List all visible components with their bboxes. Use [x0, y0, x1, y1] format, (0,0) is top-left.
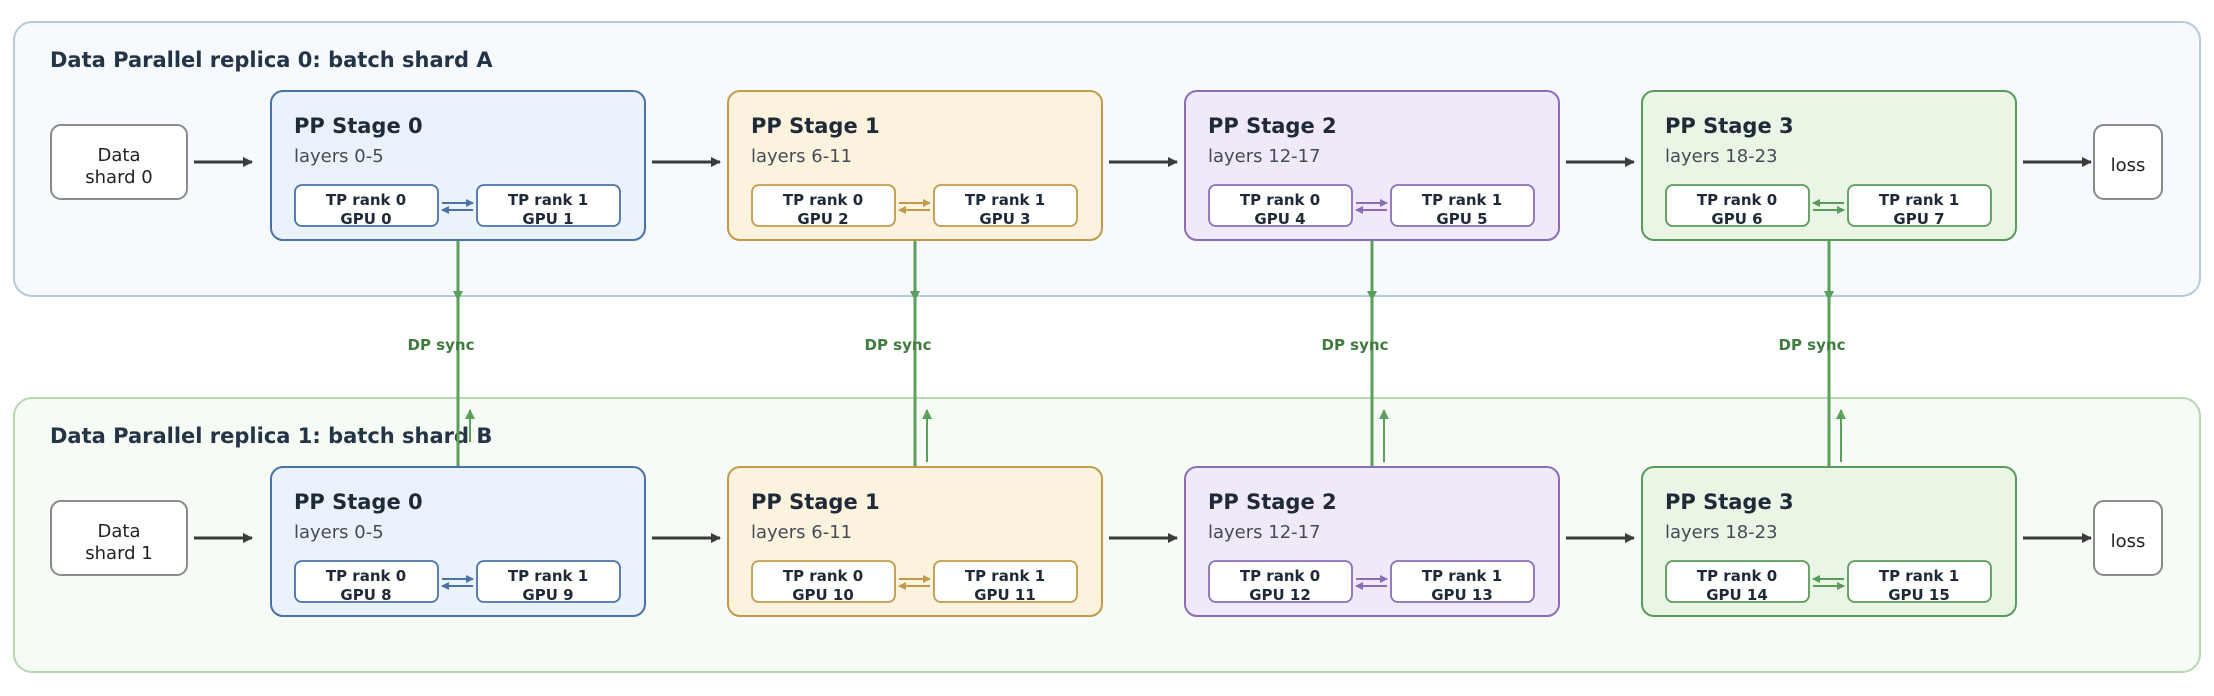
tp-rank-label: TP rank 0 — [1240, 191, 1320, 209]
tp-rank-box — [751, 560, 896, 603]
tp-rank-box — [1847, 560, 1992, 603]
stage-title: PP Stage 0 — [294, 490, 423, 514]
tp-gpu-label: GPU 13 — [1431, 586, 1493, 604]
tp-gpu-label: GPU 8 — [340, 586, 391, 604]
loss-box — [2093, 500, 2163, 576]
pp-stage: PP Stage 2 layers 12-17 TP rank 0 GPU 12… — [1184, 466, 1560, 617]
tp-gpu-label: GPU 11 — [974, 586, 1036, 604]
replica-1-title: Data Parallel replica 1: batch shard B — [50, 424, 492, 448]
pp-stage: PP Stage 1 layers 6-11 TP rank 0 GPU 2 T… — [727, 90, 1103, 241]
tp-gpu-label: GPU 14 — [1706, 586, 1768, 604]
dp-sync-links: DP sync DP sync DP sync DP sync — [408, 241, 1846, 466]
stage-title: PP Stage 1 — [751, 490, 880, 514]
dp-sync-label: DP sync — [1779, 336, 1846, 354]
tp-rank-box — [1390, 560, 1535, 603]
stage-layers: layers 12-17 — [1208, 146, 1321, 167]
tp-gpu-label: GPU 12 — [1249, 586, 1311, 604]
tp-rank-label: TP rank 0 — [783, 191, 863, 209]
tp-rank-label: TP rank 0 — [1697, 191, 1777, 209]
data-shard-0-label-line2: shard 0 — [85, 167, 153, 188]
data-shard-0-box — [50, 124, 188, 200]
stage-title: PP Stage 3 — [1665, 114, 1794, 138]
stage-title: PP Stage 2 — [1208, 114, 1337, 138]
tp-rank-box — [933, 184, 1078, 227]
tp-rank-box — [476, 560, 621, 603]
tp-rank-label: TP rank 1 — [508, 567, 588, 585]
data-shard-0-label-line1: Data — [98, 145, 141, 166]
tp-rank-box — [1665, 184, 1810, 227]
tp-rank-box — [1665, 560, 1810, 603]
tp-rank-box — [1847, 184, 1992, 227]
pp-stage: PP Stage 1 layers 6-11 TP rank 0 GPU 10 … — [727, 466, 1103, 617]
tp-rank-box — [476, 184, 621, 227]
tp-rank-box — [294, 560, 439, 603]
data-shard-1-box — [50, 500, 188, 576]
loss-label: loss — [2111, 531, 2146, 552]
tp-rank-box — [294, 184, 439, 227]
tp-gpu-label: GPU 15 — [1888, 586, 1950, 604]
stage-title: PP Stage 2 — [1208, 490, 1337, 514]
replica-0: Data Parallel replica 0: batch shard A D… — [13, 21, 2201, 297]
stage-title: PP Stage 1 — [751, 114, 880, 138]
pp-stage: PP Stage 0 layers 0-5 TP rank 0 GPU 8 TP… — [270, 466, 646, 617]
loss-box — [2093, 124, 2163, 200]
stage-layers: layers 0-5 — [294, 146, 384, 167]
tp-rank-box — [1208, 184, 1353, 227]
tp-rank-box — [751, 184, 896, 227]
pp-stage: PP Stage 2 layers 12-17 TP rank 0 GPU 4 … — [1184, 90, 1560, 241]
tp-rank-label: TP rank 0 — [326, 191, 406, 209]
tp-gpu-label: GPU 1 — [522, 210, 573, 228]
stage-layers: layers 6-11 — [751, 146, 852, 167]
stage-layers: layers 6-11 — [751, 522, 852, 543]
tp-rank-label: TP rank 1 — [965, 567, 1045, 585]
pp-stage: PP Stage 0 layers 0-5 TP rank 0 GPU 0 TP… — [270, 90, 646, 241]
tp-rank-label: TP rank 0 — [326, 567, 406, 585]
tp-gpu-label: GPU 9 — [522, 586, 573, 604]
tp-gpu-label: GPU 0 — [340, 210, 391, 228]
tp-gpu-label: GPU 10 — [792, 586, 854, 604]
tp-rank-box — [1208, 560, 1353, 603]
data-shard-1-label-line1: Data — [98, 521, 141, 542]
replica-1: Data Parallel replica 1: batch shard B D… — [13, 397, 2201, 673]
tp-rank-label: TP rank 1 — [1422, 567, 1502, 585]
tp-rank-label: TP rank 1 — [965, 191, 1045, 209]
tp-rank-label: TP rank 1 — [1879, 567, 1959, 585]
dp-sync-label: DP sync — [1322, 336, 1389, 354]
pp-stage: PP Stage 3 layers 18-23 TP rank 0 GPU 14… — [1641, 466, 2017, 617]
tp-rank-box — [933, 560, 1078, 603]
stage-layers: layers 12-17 — [1208, 522, 1321, 543]
pp-stage: PP Stage 3 layers 18-23 TP rank 0 GPU 6 … — [1641, 90, 2017, 241]
tp-rank-label: TP rank 0 — [783, 567, 863, 585]
data-shard-1-label-line2: shard 1 — [85, 543, 153, 564]
tp-rank-label: TP rank 1 — [1422, 191, 1502, 209]
tp-gpu-label: GPU 6 — [1711, 210, 1762, 228]
tp-rank-label: TP rank 1 — [508, 191, 588, 209]
tp-gpu-label: GPU 4 — [1254, 210, 1305, 228]
tp-gpu-label: GPU 5 — [1436, 210, 1487, 228]
stage-layers: layers 18-23 — [1665, 522, 1778, 543]
tp-gpu-label: GPU 3 — [979, 210, 1030, 228]
tp-gpu-label: GPU 7 — [1893, 210, 1944, 228]
dp-sync-label: DP sync — [865, 336, 932, 354]
loss-label: loss — [2111, 155, 2146, 176]
tp-rank-label: TP rank 0 — [1240, 567, 1320, 585]
tp-rank-label: TP rank 0 — [1697, 567, 1777, 585]
stage-layers: layers 18-23 — [1665, 146, 1778, 167]
replica-0-title: Data Parallel replica 0: batch shard A — [50, 48, 493, 72]
tp-rank-box — [1390, 184, 1535, 227]
stage-title: PP Stage 3 — [1665, 490, 1794, 514]
tp-rank-label: TP rank 1 — [1879, 191, 1959, 209]
stage-title: PP Stage 0 — [294, 114, 423, 138]
tp-gpu-label: GPU 2 — [797, 210, 848, 228]
dp-sync-label: DP sync — [408, 336, 475, 354]
stage-layers: layers 0-5 — [294, 522, 384, 543]
